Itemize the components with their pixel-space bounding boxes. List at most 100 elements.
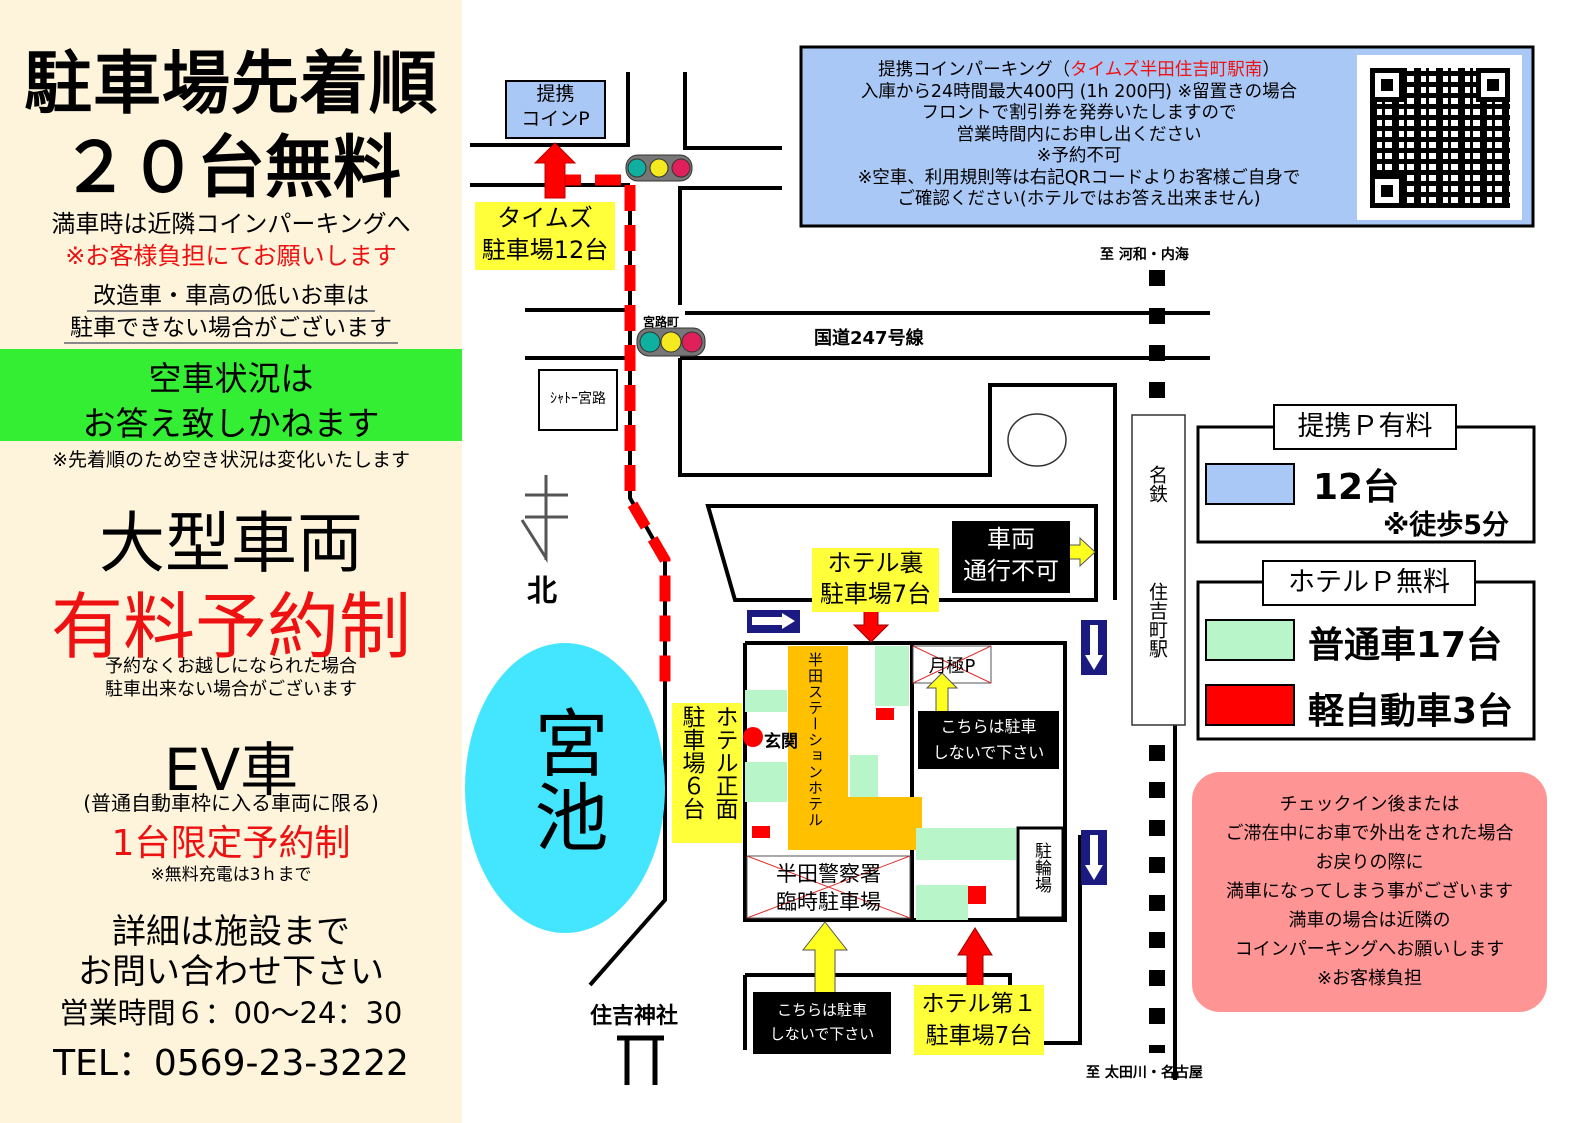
large-vehicle-title: 大型車両 xyxy=(99,505,363,582)
no-traffic-label: 車両 通行不可 xyxy=(952,521,1070,593)
first-lot-label-2: 駐車場7台 xyxy=(925,1023,1033,1049)
arrow-first-lot xyxy=(957,927,993,991)
info-line-1-end: ） xyxy=(1262,60,1280,80)
legend-partner-title: 提携Ｐ有料 xyxy=(1273,404,1457,450)
circle-landmark xyxy=(1007,413,1067,467)
monthly-parking-label: 月極P xyxy=(928,656,976,677)
contact-line-1: 詳細は施設まで xyxy=(112,912,350,952)
block-outline xyxy=(678,358,1117,600)
info-line-4: 営業時間内にお申し出ください xyxy=(956,124,1202,145)
vacancy-line-2: お答え致しかねます xyxy=(82,404,380,443)
north-arrow-icon xyxy=(520,475,568,564)
headline-first-come: 駐車場先着順 xyxy=(23,45,438,124)
police-lot-crossed xyxy=(746,855,911,919)
legend-partner-count: 12台 xyxy=(1313,467,1400,508)
info-line-6: ※空車、利用規則等は右記QRコードよりお客様ご自身で xyxy=(857,167,1301,188)
chateau-building xyxy=(538,369,618,431)
station-label-2: 住吉町駅 xyxy=(1146,582,1168,658)
no-parking-label-upper: こちらは駐車 しないで下さい xyxy=(918,711,1059,769)
no-park-lower-1: こちらは駐車 xyxy=(776,1001,867,1019)
times-parking-label: タイムズ 駐車場12台 xyxy=(475,202,615,270)
phone-number: TEL：0569-23-3222 xyxy=(53,1043,409,1084)
kei-parking-spots xyxy=(752,708,986,904)
front-lot-label-2: 駐車場６台 xyxy=(678,705,704,820)
info-line-1: 提携コインパーキング（ xyxy=(878,60,1071,80)
pond-label: 宮池 xyxy=(522,705,608,853)
notice-line: チェックイン後または xyxy=(1279,794,1460,815)
no-parking-label-lower: こちらは駐車 しないで下さい xyxy=(753,992,891,1054)
bike-parking-label: 駐輪場 xyxy=(1031,842,1051,893)
intersection-label: 宮路町 xyxy=(643,315,680,329)
vacancy-box xyxy=(0,349,462,441)
back-lot-label-1: ホテル裏 xyxy=(827,549,924,577)
info-line-2: 入庫から24時間最大400円 (1h 200円) ※留置きの場合 xyxy=(860,81,1298,102)
legend-hotel-title: ホテルＰ無料 xyxy=(1262,560,1476,606)
partner-coin-parking[interactable]: 提携 コインP xyxy=(505,80,606,139)
ev-subtitle: (普通自動車枠に入る車両に限る) xyxy=(83,791,379,815)
notice-text: チェックイン後または ご滞在中にお車で外出をされた場合 お戻りの際に 満車になっ… xyxy=(1192,790,1547,993)
info-line-7: ご確認ください(ホテルではお答え出来ません) xyxy=(897,189,1261,209)
notice-line: 満車の場合は近隣の xyxy=(1288,910,1451,931)
direction-north: 至 河和・内海 xyxy=(1100,247,1189,263)
no-park-upper-2: しないで下さい xyxy=(932,743,1045,762)
arrow-police-lot xyxy=(801,921,849,996)
first-lot-label-1: ホテル第１ xyxy=(921,991,1037,1017)
large-note-1: 予約なくお越しになられた場合 xyxy=(105,656,357,677)
bike-parking xyxy=(1016,826,1065,920)
front-lot-label-1: ホテル正面 xyxy=(711,705,737,820)
info-line-5: ※予約不可 xyxy=(1036,146,1122,166)
road-line xyxy=(678,186,782,305)
info-box-text: 提携コインパーキング（タイムズ半田住吉町駅南） 入庫から24時間最大400円 (… xyxy=(804,60,1354,211)
legend-swatch-kei xyxy=(1205,684,1295,726)
notice-line: 満車になってしまう事がございます xyxy=(1225,881,1514,902)
times-name: タイムズ半田住吉町駅南 xyxy=(1070,60,1263,80)
station-building xyxy=(1131,414,1186,726)
vacancy-note: ※先着順のため空き状況は変化いたします xyxy=(52,449,410,471)
traffic-light-icon xyxy=(636,327,706,357)
hotel-block xyxy=(743,641,1067,922)
traffic-light-icon xyxy=(625,154,693,182)
no-traffic-label-1: 車両 xyxy=(987,525,1035,553)
block-outline xyxy=(705,504,1098,602)
chateau-label: ｼｬﾄｰ宮路 xyxy=(550,391,606,407)
notice-line: お戻りの際に xyxy=(1315,852,1424,873)
partner-coin-label-1: 提携 xyxy=(536,83,575,105)
road-line xyxy=(683,72,782,150)
vacancy-line-1: 空車状況は xyxy=(148,359,314,398)
ev-title: EV車 xyxy=(163,736,299,804)
business-hours: 営業時間６：00～24：30 xyxy=(59,996,403,1030)
large-vehicle-reservation: 有料予約制 xyxy=(50,585,411,669)
one-way-down-icon xyxy=(1081,830,1107,885)
hotel-label: 半田ステーションホテル xyxy=(806,652,824,828)
one-way-right-icon xyxy=(747,610,800,633)
arrow-monthly xyxy=(925,672,959,716)
legend-partner-walk: ※徒歩5分 xyxy=(1383,510,1510,541)
modified-car-note-2: 駐車できない場合がございます xyxy=(64,308,398,344)
partner-coin-label-2: コインP xyxy=(521,108,590,130)
arrow-to-coin-parking xyxy=(533,142,577,199)
railway-dashes xyxy=(1149,270,1165,1053)
route-label: 国道247号線 xyxy=(814,328,924,349)
no-park-upper-1: こちらは駐車 xyxy=(940,717,1037,736)
no-traffic-label-2: 通行不可 xyxy=(963,557,1059,585)
hotel-building xyxy=(788,646,922,850)
north-label: 北 xyxy=(527,574,557,609)
back-lot-label: ホテル裏 駐車場7台 xyxy=(812,548,939,612)
modified-car-note-1: 改造車・車高の低いお車は xyxy=(87,276,375,312)
times-label-1: タイムズ xyxy=(497,204,593,232)
route-dashed-line xyxy=(555,174,671,695)
legend-kei: 軽自動車3台 xyxy=(1308,691,1514,732)
legend-regular: 普通車17台 xyxy=(1308,625,1503,666)
notice-line: ご滞在中にお車で外出をされた場合 xyxy=(1225,823,1514,844)
station-label-1: 名鉄 xyxy=(1146,465,1168,503)
times-label-2: 駐車場12台 xyxy=(481,236,609,264)
ev-charge-note: ※無料充電は3ｈまで xyxy=(150,865,312,885)
legend-swatch-partner xyxy=(1205,463,1295,505)
entrance-label: 玄関 xyxy=(764,732,798,752)
left-info-panel: 駐車場先着順 ２０台無料 満車時は近隣コインパーキングへ ※お客様負担にてお願い… xyxy=(0,0,462,1123)
large-note-2: 駐車出来ない場合がございます xyxy=(105,679,357,700)
info-line-3: フロントで割引券を発券いたしますので xyxy=(921,103,1237,123)
legend-swatch-regular xyxy=(1205,619,1295,661)
full-note: 満車時は近隣コインパーキングへ xyxy=(51,210,411,238)
direction-south: 至 太田川・名古屋 xyxy=(1086,1065,1203,1081)
